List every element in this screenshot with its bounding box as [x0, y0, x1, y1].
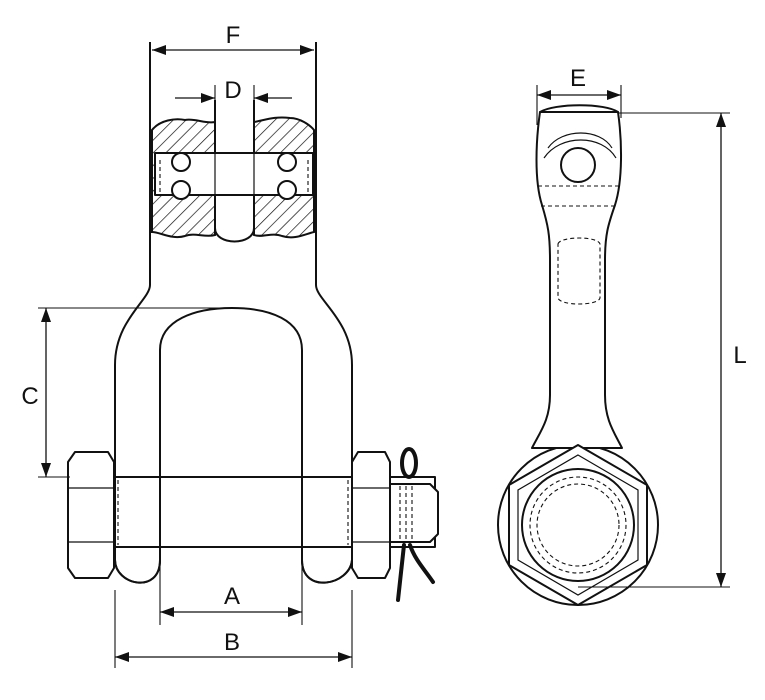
cotter-pin-loop	[400, 447, 418, 479]
dimension-label-b: B	[224, 629, 240, 656]
ball-bearing	[277, 180, 297, 200]
pin-end	[389, 483, 439, 543]
pin-hole	[560, 147, 596, 183]
link-body	[531, 111, 623, 449]
ball-bearing	[171, 180, 191, 200]
cotter-pin-leg	[396, 543, 406, 602]
side-view	[497, 104, 659, 606]
dimension-label-e: E	[570, 65, 586, 92]
ball-bearing	[277, 152, 297, 172]
ball-bearing	[171, 152, 191, 172]
dimension-label-a: A	[224, 583, 240, 610]
dimension-label-l: L	[733, 342, 746, 369]
dimension-label-d: D	[224, 77, 241, 104]
hex-nut-right	[351, 451, 391, 579]
pin-face	[521, 468, 635, 582]
dimensions: F D C A B E	[21, 22, 747, 668]
hex-head-left	[67, 451, 115, 579]
dimension-label-f: F	[226, 22, 241, 49]
dimension-label-c: C	[21, 383, 38, 410]
front-view	[67, 42, 439, 602]
